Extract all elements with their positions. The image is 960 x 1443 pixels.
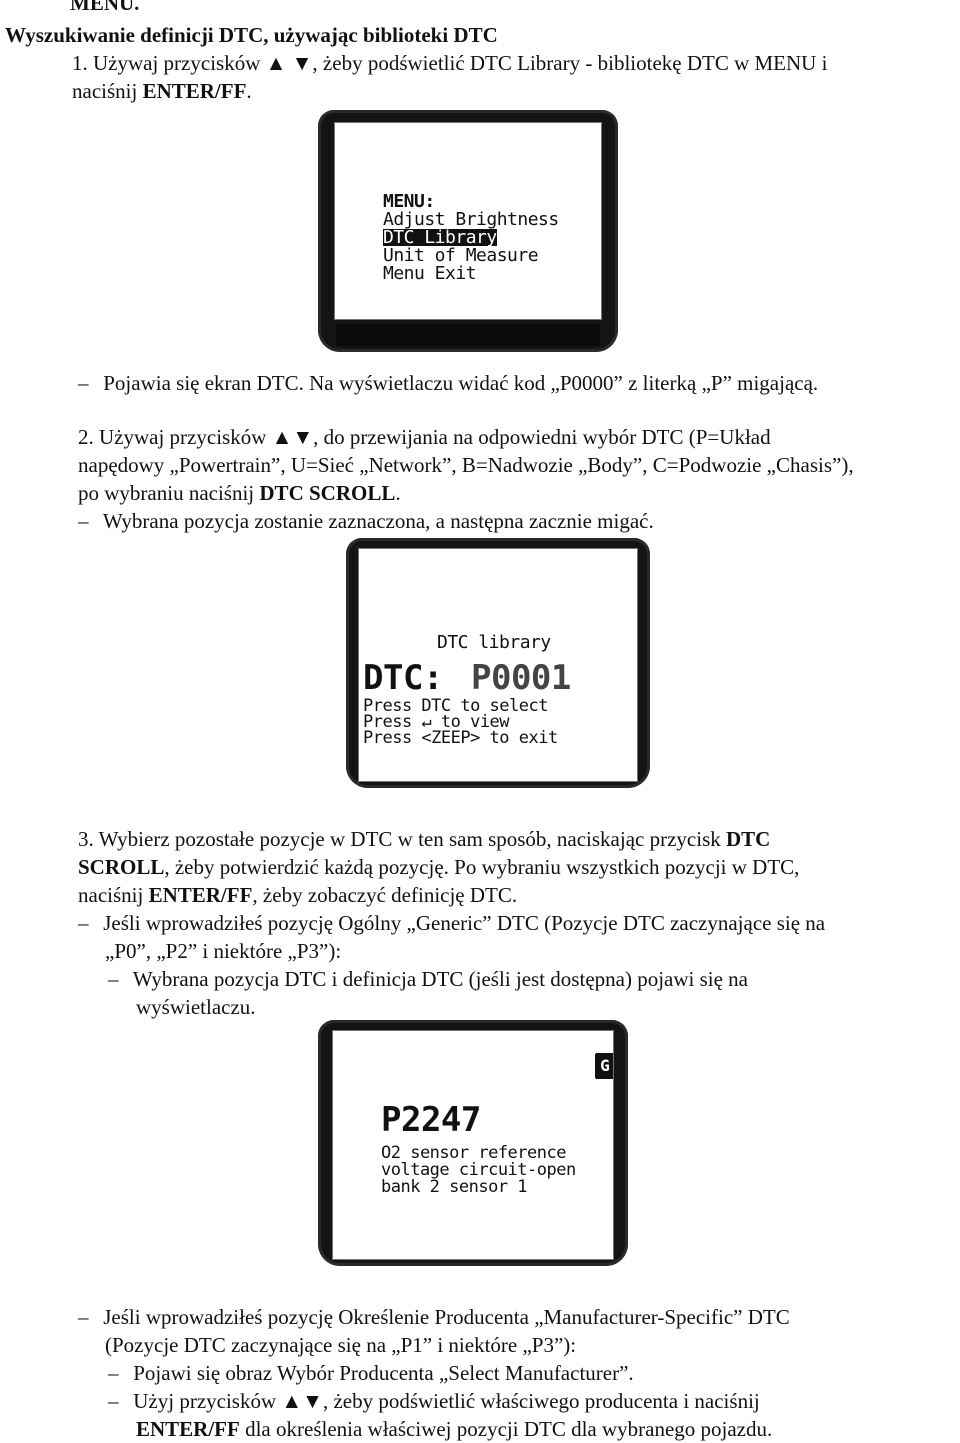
definition-line-2: voltage circuit-open <box>381 1160 576 1180</box>
text: Pojawia się ekran DTC. Na wyświetlaczu w… <box>103 371 819 395</box>
text: . <box>246 79 252 103</box>
dtc-key: DTC <box>726 827 771 851</box>
dash <box>78 909 98 937</box>
lcd-status-bar <box>336 324 600 346</box>
note-dtc-screen: Pojawia się ekran DTC. Na wyświetlaczu w… <box>78 369 818 397</box>
menu-title: MENU: <box>383 191 435 212</box>
text: Wybrana pozycja DTC i definicja DTC (jeś… <box>132 967 749 991</box>
menu-item-adjust-brightness: Adjust Brightness <box>383 209 559 230</box>
step-1-text-cont: naciśnij ENTER/FF. <box>72 77 252 105</box>
text: po wybraniu naciśnij <box>78 481 260 505</box>
dtc-library-title: DTC library <box>437 632 551 653</box>
dtc-scroll-key: DTC SCROLL <box>259 481 396 505</box>
menu-item-dtc-library: DTC Library <box>383 227 497 248</box>
instruction-select: Press DTC to select <box>363 696 548 716</box>
lcd-display: G P2247 O2 sensor reference voltage circ… <box>332 1030 614 1260</box>
note-manufacturer-dtc-cont: (Pozycje DTC zaczynające się na „P1” i n… <box>105 1333 577 1357</box>
dash <box>108 1359 128 1387</box>
step-3-text-cont: SCROLL, żeby potwierdzić każdą pozycję. … <box>78 853 799 881</box>
dash <box>108 965 128 993</box>
text: Pojawi się obraz Wybór Producenta „Selec… <box>133 1361 634 1385</box>
instruction-view: Press ↵ to view <box>363 712 510 732</box>
text: . <box>395 481 401 505</box>
step-3-text-end: naciśnij ENTER/FF, żeby zobaczyć definic… <box>78 881 517 909</box>
text: , żeby potwierdzić każdą pozycję. Po wyb… <box>164 855 800 879</box>
text: naciśnij <box>78 883 149 907</box>
scroll-key: SCROLL <box>78 855 165 879</box>
text: naciśnij <box>72 79 143 103</box>
dash <box>108 1387 128 1415</box>
dtc-code: P2247 <box>381 1100 481 1140</box>
note-dtc-definition-cont: wyświetlaczu. <box>136 995 256 1019</box>
text: Jeśli wprowadziłeś pozycję Ogólny „Gener… <box>103 911 826 935</box>
generic-badge: G <box>595 1053 613 1079</box>
step-3-text: 3. Wybierz pozostałe pozycje w DTC w ten… <box>78 825 770 853</box>
text: Jeśli wprowadziłeś pozycję Określenie Pr… <box>103 1305 790 1329</box>
heading-menu: MENU. <box>70 0 140 15</box>
enter-ff-key: ENTER/FF <box>142 79 247 103</box>
step-2-text: 2. Używaj przycisków ▲▼, do przewijania … <box>78 425 771 449</box>
dash <box>78 369 98 397</box>
device-screen-menu: MENU: Adjust Brightness DTC Library Unit… <box>318 110 618 352</box>
step-2-text-cont: napędowy „Powertrain”, U=Sieć „Network”,… <box>78 453 854 477</box>
note-highlight-manufacturer-cont: ENTER/FF dla określenia właściwej pozycj… <box>136 1415 772 1443</box>
dtc-code: P0001 <box>471 658 571 698</box>
note-generic-dtc-cont: „P0”, „P2” i niektóre „P3”): <box>105 939 342 963</box>
dtc-label: DTC: <box>363 658 443 698</box>
text: Wybrana pozycja zostanie zaznaczona, a n… <box>102 509 654 533</box>
note-highlight-manufacturer: Użyj przycisków ▲▼, żeby podświetlić wła… <box>108 1387 760 1415</box>
menu-item-unit-of-measure: Unit of Measure <box>383 245 539 266</box>
dash <box>78 1303 98 1331</box>
enter-ff-key: ENTER/FF <box>148 883 253 907</box>
text: dla określenia właściwej pozycji DTC dla… <box>239 1417 773 1441</box>
note-dtc-definition: Wybrana pozycja DTC i definicja DTC (jeś… <box>108 965 748 993</box>
step-2-text-end: po wybraniu naciśnij DTC SCROLL. <box>78 479 401 507</box>
text: 3. Wybierz pozostałe pozycje w DTC w ten… <box>78 827 726 851</box>
text: , żeby zobaczyć definicję DTC. <box>252 883 518 907</box>
definition-line-1: O2 sensor reference <box>381 1143 566 1163</box>
note-selection: Wybrana pozycja zostanie zaznaczona, a n… <box>78 507 654 535</box>
device-screen-dtc-library: DTC library DTC: P0001 Press DTC to sele… <box>346 538 650 788</box>
note-manufacturer-dtc: Jeśli wprowadziłeś pozycję Określenie Pr… <box>78 1303 790 1331</box>
note-select-manufacturer: Pojawi się obraz Wybór Producenta „Selec… <box>108 1359 634 1387</box>
lcd-display: MENU: Adjust Brightness DTC Library Unit… <box>334 122 602 320</box>
device-screen-dtc-definition: G P2247 O2 sensor reference voltage circ… <box>318 1020 628 1266</box>
dash <box>78 507 98 535</box>
menu-item-menu-exit: Menu Exit <box>383 263 477 284</box>
text: Użyj przycisków ▲▼, żeby podświetlić wła… <box>133 1389 760 1413</box>
instruction-exit: Press <ZEEP> to exit <box>363 728 558 748</box>
enter-ff-key: ENTER/FF <box>136 1417 240 1441</box>
note-generic-dtc: Jeśli wprowadziłeś pozycję Ogólny „Gener… <box>78 909 825 937</box>
lcd-display: DTC library DTC: P0001 Press DTC to sele… <box>358 548 638 782</box>
step-1-text: 1. Używaj przycisków ▲ ▼, żeby podświetl… <box>72 51 828 75</box>
definition-line-3: bank 2 sensor 1 <box>381 1177 528 1197</box>
section-heading: Wyszukiwanie definicji DTC, używając bib… <box>5 23 498 47</box>
